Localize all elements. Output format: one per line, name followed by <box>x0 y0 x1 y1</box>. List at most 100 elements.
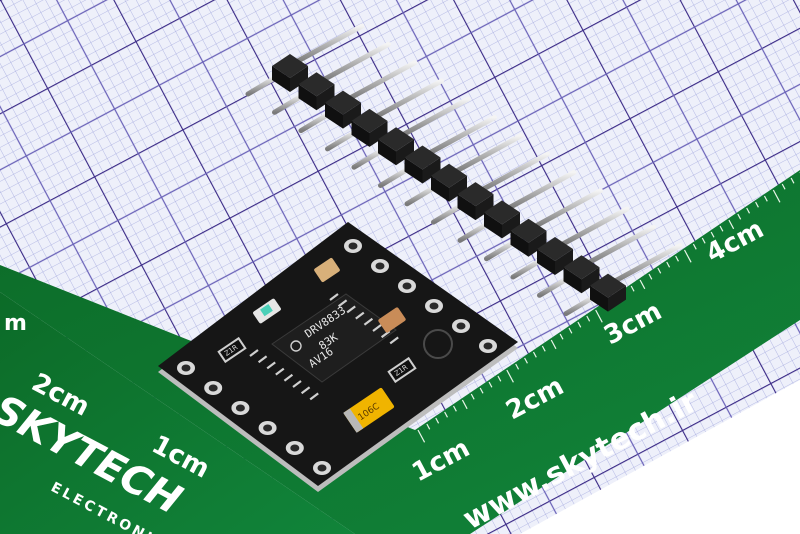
ruler-tick <box>728 219 735 230</box>
pcb-pad-hole <box>456 322 466 330</box>
ruler-tick <box>479 387 484 394</box>
ruler-tick <box>746 207 751 214</box>
ruler-tick <box>683 249 692 263</box>
driver-chip <box>271 293 397 383</box>
chip-leg <box>266 361 276 370</box>
pcb-pad-hole <box>317 464 327 472</box>
header-block-side <box>563 267 582 294</box>
table-surface <box>520 380 800 534</box>
ruler-tick <box>515 363 520 370</box>
pcb-pad-hole <box>348 242 358 250</box>
header-block-side <box>325 102 343 129</box>
header-pin-long <box>532 188 603 230</box>
ruler-ticks <box>417 172 800 443</box>
ruler-tick <box>719 225 724 232</box>
ruler-tick <box>737 213 742 220</box>
header-pin-long <box>505 169 577 211</box>
pcb-pad-hole <box>181 364 191 372</box>
pcb-pad-hole <box>290 444 300 452</box>
chip-leg <box>329 293 339 301</box>
header-block-side <box>484 212 502 239</box>
header-pin-long <box>479 151 550 193</box>
ruler-tick <box>426 423 431 430</box>
ruler-tick <box>666 261 671 268</box>
ruler-tick <box>524 357 528 364</box>
header-block-side <box>590 285 608 312</box>
chip-leg <box>346 305 356 314</box>
header-block-side <box>457 194 476 221</box>
pcb-pad-hole <box>263 424 273 432</box>
ruler-tick <box>630 285 635 292</box>
watermark-logo-icon <box>423 329 453 359</box>
pcb-pads <box>177 239 497 475</box>
header-block-front <box>422 157 441 184</box>
chip-legs <box>249 293 399 401</box>
header-block-side <box>537 249 555 275</box>
pcb-pad-hole <box>375 262 385 270</box>
header-block-side <box>431 175 449 202</box>
resistor-right <box>387 356 417 384</box>
ruler-tick <box>710 231 715 238</box>
ruler-tick <box>781 183 786 190</box>
header-pin-long <box>452 133 524 175</box>
pcb-pad-hole <box>429 302 439 310</box>
capacitor-right <box>378 307 406 333</box>
header-block-side <box>510 230 529 257</box>
header-pin-long <box>346 60 418 102</box>
chip-leg <box>257 355 268 364</box>
header-block-side <box>404 157 423 184</box>
pcb-pad-hole <box>483 342 493 350</box>
header-pin-long <box>293 23 365 65</box>
ruler-tick <box>417 429 426 443</box>
pcb-pad-hole <box>235 404 245 412</box>
ruler-tick <box>586 315 591 322</box>
header-pin-long <box>585 224 656 266</box>
capacitor-top <box>314 257 340 283</box>
green-ruler <box>0 170 800 534</box>
chip-leg <box>355 311 365 320</box>
chip-leg <box>372 324 382 332</box>
header-block-front <box>316 84 335 111</box>
ruler-tick <box>577 321 582 328</box>
ruler-tick <box>461 399 468 410</box>
ruler-tick <box>506 369 514 383</box>
ruler-tick <box>701 237 706 244</box>
ruler-tick <box>772 189 781 203</box>
ruler-tick <box>488 381 493 388</box>
header-block-front <box>528 230 547 257</box>
chip-leg <box>363 317 374 326</box>
pcb-pad-hole <box>402 282 412 290</box>
chip-leg <box>337 299 348 308</box>
ruler-tick <box>763 195 768 202</box>
header-block-front <box>581 267 600 294</box>
ruler-tick <box>453 405 457 412</box>
resistor-left <box>217 336 247 364</box>
ruler-tick <box>541 345 546 352</box>
ruler-tick <box>568 327 573 334</box>
header-block-front <box>343 102 361 129</box>
header-block-front <box>475 194 494 221</box>
header-block-front <box>396 139 414 166</box>
chip-leg <box>275 367 285 376</box>
chip-leg <box>389 336 399 345</box>
led-lens <box>260 304 273 317</box>
pcb-pad-hole <box>208 384 218 392</box>
ruler-tick <box>595 309 603 323</box>
header-block-front <box>369 120 388 147</box>
ruler-label-partial: m <box>4 311 27 336</box>
header-block-side <box>378 139 396 166</box>
header-pin-long <box>558 206 630 248</box>
motor-driver-module: DRV8833 83K AV16 Z1R Z1R 106C <box>158 222 518 492</box>
pin-header <box>245 23 683 317</box>
ruler-tick <box>550 339 557 350</box>
header-block-side <box>272 66 290 92</box>
header-block-top <box>351 108 388 133</box>
chip-leg <box>300 386 311 395</box>
header-block-front <box>502 212 520 239</box>
ruler-tick <box>444 411 449 418</box>
green-ruler-left <box>0 292 355 534</box>
header-block-front <box>608 285 626 312</box>
chip-logo-icon <box>290 340 302 352</box>
ruler-tick <box>497 375 502 382</box>
